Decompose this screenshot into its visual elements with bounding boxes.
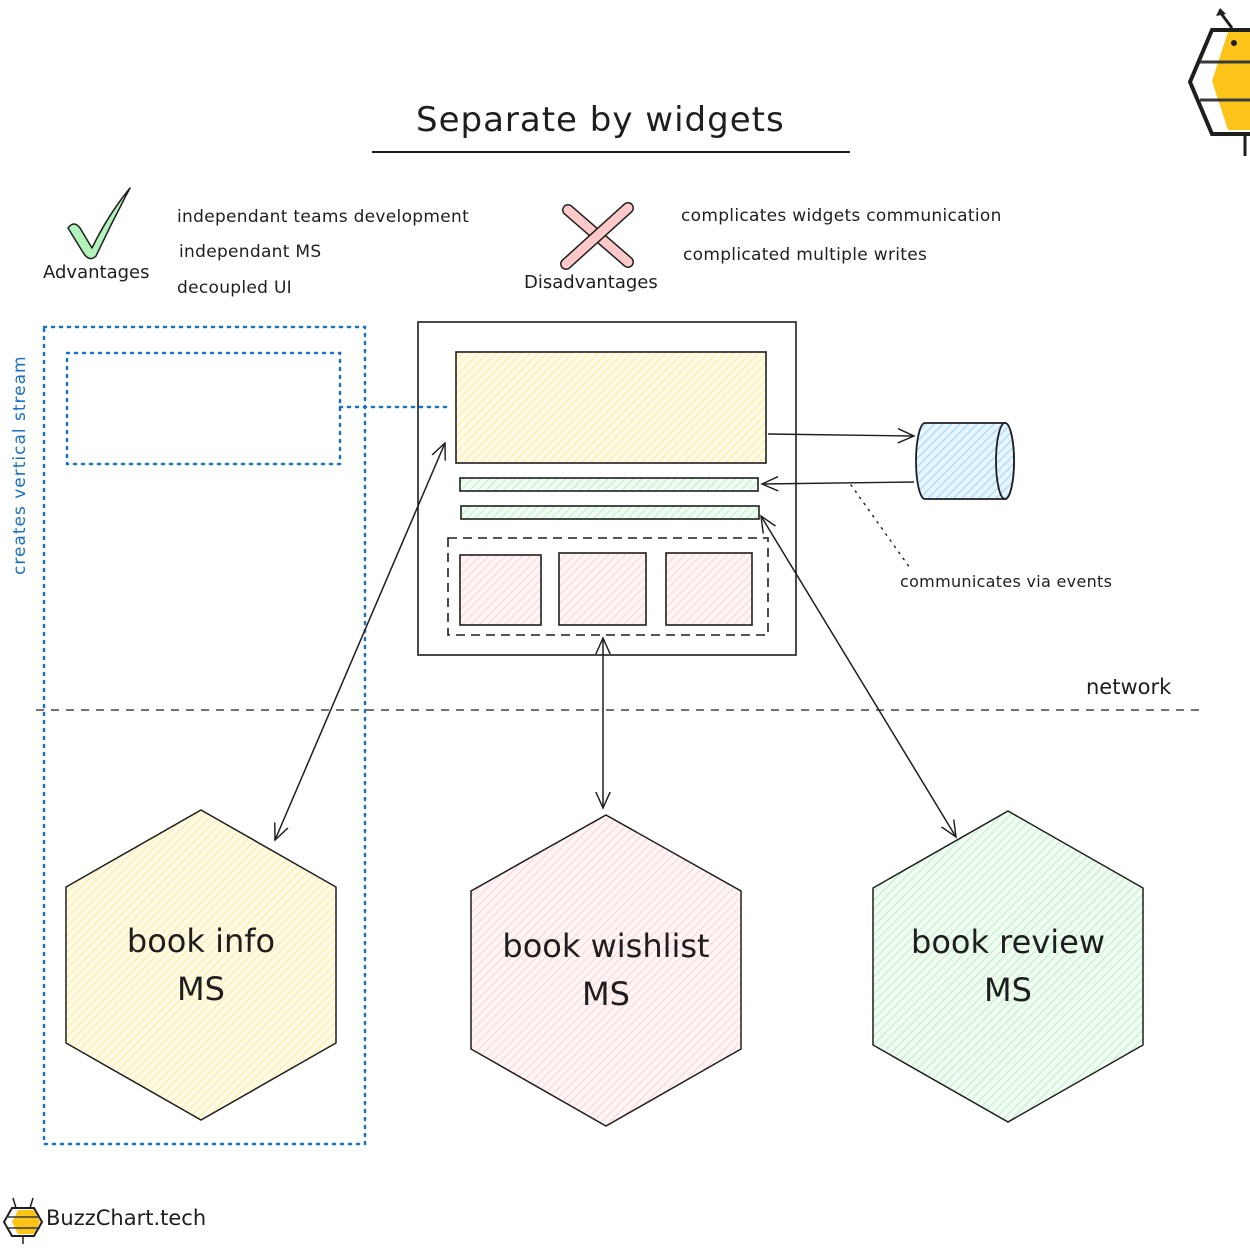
service-label-book-review: book review MS bbox=[873, 918, 1143, 1014]
tile-widget-2 bbox=[558, 552, 647, 626]
hex-book-review bbox=[872, 810, 1144, 1123]
network-label: network bbox=[1086, 675, 1172, 699]
tile-widget-1 bbox=[459, 554, 542, 626]
service-label-book-wishlist: book wishlist MS bbox=[471, 922, 741, 1018]
service-suffix: MS bbox=[177, 970, 225, 1008]
check-mark-icon bbox=[67, 187, 131, 260]
vertical-stream-label: creates vertical stream bbox=[10, 355, 30, 575]
disadvantage-item: complicates widgets communication bbox=[681, 206, 1002, 226]
events-leader bbox=[850, 484, 911, 569]
advantage-item: decoupled UI bbox=[177, 278, 292, 298]
service-suffix: MS bbox=[582, 975, 630, 1013]
cylinder-queue-icon bbox=[915, 422, 1015, 500]
stream-widget-outline bbox=[65, 351, 342, 466]
arrow-bus-to-bar bbox=[762, 482, 915, 484]
advantages-label: Advantages bbox=[43, 262, 150, 283]
arrow-bar-review bbox=[761, 516, 956, 837]
tile-widget-3 bbox=[665, 552, 753, 626]
arrow-header-to-bus bbox=[767, 434, 914, 436]
service-name: book wishlist bbox=[502, 927, 710, 965]
brand-name: BuzzChart.tech bbox=[46, 1206, 207, 1230]
disadvantage-item: complicated multiple writes bbox=[683, 245, 928, 265]
service-suffix: MS bbox=[984, 971, 1032, 1009]
brand-logo-icon bbox=[2, 1197, 44, 1244]
advantage-item: independant MS bbox=[179, 242, 322, 262]
x-mark-icon bbox=[560, 202, 634, 270]
hex-book-wishlist bbox=[470, 814, 742, 1127]
service-name: book review bbox=[911, 923, 1105, 961]
bar-widget-2 bbox=[460, 505, 760, 520]
advantage-item: independant teams development bbox=[177, 207, 470, 227]
bee-logo-icon bbox=[1187, 8, 1250, 156]
arrow-header-book-info bbox=[275, 443, 445, 840]
events-annotation: communicates via events bbox=[900, 572, 1113, 591]
diagram-title: Separate by widgets bbox=[416, 100, 785, 140]
disadvantages-label: Disadvantages bbox=[524, 272, 658, 293]
bar-widget-1 bbox=[459, 477, 759, 492]
header-widget bbox=[455, 351, 767, 464]
service-name: book info bbox=[126, 922, 276, 960]
hex-book-info bbox=[65, 809, 337, 1121]
service-label-book-info: book info MS bbox=[66, 917, 336, 1013]
